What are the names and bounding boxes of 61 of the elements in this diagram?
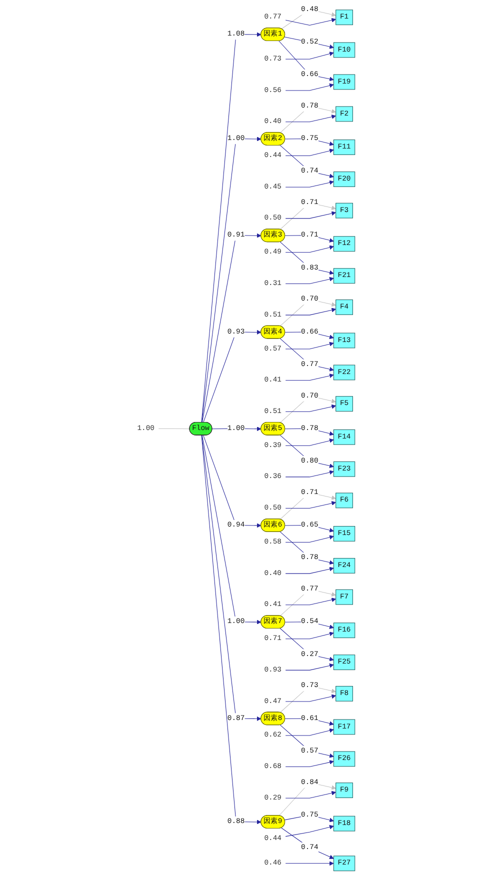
- arrow: [284, 83, 334, 91]
- arrow: [284, 245, 334, 253]
- arrow: [284, 861, 334, 866]
- arrow: [279, 628, 334, 662]
- arrow: [201, 136, 261, 423]
- arrow: [284, 180, 334, 188]
- arrow: [284, 470, 334, 478]
- arrow: [284, 622, 334, 629]
- arrow: [284, 276, 334, 284]
- arrow: [279, 396, 336, 423]
- arrow: [279, 724, 334, 758]
- arrow: [279, 202, 336, 230]
- arrow: [284, 211, 336, 219]
- arrow: [201, 233, 261, 423]
- arrow: [284, 525, 334, 532]
- arrow: [284, 790, 336, 798]
- arrow: [284, 501, 336, 509]
- arrow: [279, 338, 334, 372]
- arrow: [284, 374, 334, 381]
- arrow: [279, 242, 334, 275]
- arrow: [284, 36, 334, 49]
- arrow: [284, 598, 336, 606]
- arrow: [284, 404, 336, 412]
- arrow: [284, 138, 334, 146]
- arrow: [284, 824, 334, 837]
- arrow: [202, 435, 261, 528]
- arrow: [279, 686, 336, 713]
- arrow: [279, 588, 336, 616]
- arrow: [284, 632, 334, 640]
- arrow: [284, 663, 334, 670]
- arrow: [284, 428, 334, 436]
- arrow: [279, 434, 334, 468]
- arrow: [284, 342, 334, 350]
- arrow: [284, 535, 334, 542]
- arrow: [279, 492, 336, 520]
- arrow: [284, 18, 336, 26]
- arrow: [201, 435, 261, 624]
- arrow: [284, 694, 336, 702]
- arrow: [284, 114, 336, 122]
- arrow: [279, 145, 334, 178]
- arrow: [284, 52, 334, 60]
- arrow: [278, 40, 334, 82]
- arrow: [201, 435, 261, 721]
- arrow: [284, 148, 334, 156]
- arrow: [284, 718, 334, 726]
- arrow: [280, 9, 336, 30]
- arrow: [279, 106, 336, 134]
- arrow: [284, 308, 336, 316]
- arrow: [284, 235, 334, 242]
- arrow: [284, 760, 334, 768]
- arrow: [200, 32, 261, 423]
- arrow: [280, 828, 334, 859]
- arrow: [284, 438, 334, 446]
- arrow: [284, 566, 334, 574]
- arrow: [279, 299, 336, 326]
- arrow: [202, 330, 261, 423]
- arrow: [278, 782, 336, 816]
- arrow: [279, 532, 334, 565]
- arrow: [284, 728, 334, 736]
- connector: [158, 428, 190, 430]
- arrow: [200, 435, 261, 824]
